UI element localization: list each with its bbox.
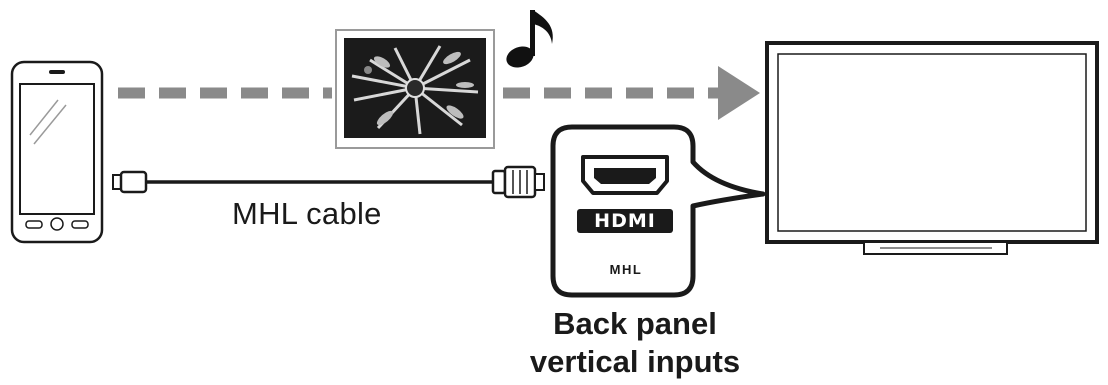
- smartphone-icon: [10, 60, 104, 244]
- port-sublabel: MHL: [609, 262, 643, 277]
- caption: Back panel vertical inputs: [500, 305, 770, 381]
- dashed-arrow-icon: [118, 66, 760, 120]
- cable-label: MHL cable: [232, 196, 382, 231]
- caption-line-1: Back panel: [553, 306, 717, 341]
- caption-line-2: vertical inputs: [529, 344, 741, 379]
- mhl-cable-icon: [112, 165, 545, 199]
- television-icon: [765, 41, 1099, 255]
- photo-thumbnail-icon: [335, 29, 495, 149]
- hdmi-logo: HDMI: [577, 209, 673, 233]
- music-note-icon: [506, 10, 553, 68]
